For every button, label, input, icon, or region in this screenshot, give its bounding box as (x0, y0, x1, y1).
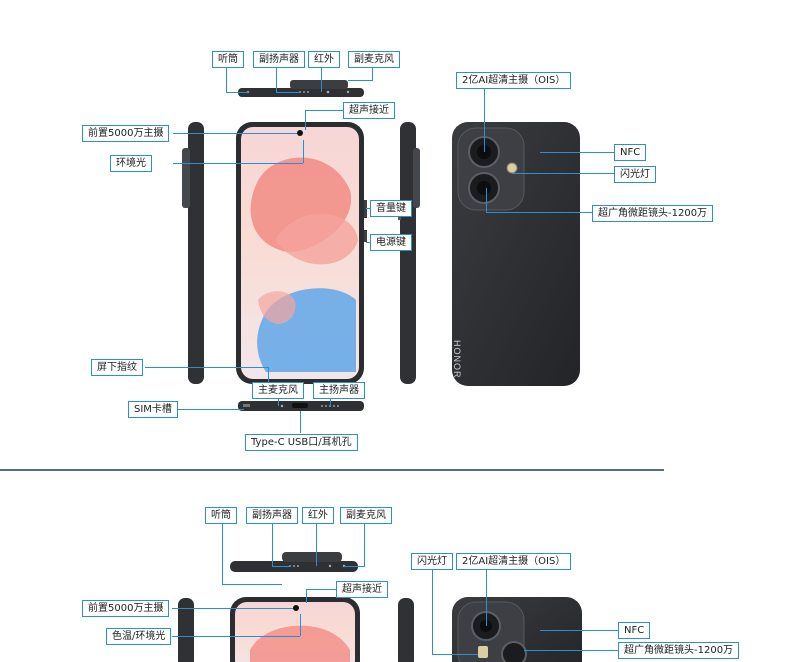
label2-secondary-speaker: 副扬声器 (246, 507, 298, 524)
phone-back (452, 122, 580, 386)
label-main-camera: 2亿AI超清主摄（OIS） (456, 72, 572, 89)
label-flash: 闪光灯 (614, 166, 656, 183)
phone-left-side (182, 122, 204, 384)
label-volume-key: 音量键 (370, 200, 412, 217)
label2-nfc: NFC (618, 622, 651, 639)
label2-infrared: 红外 (302, 507, 334, 524)
label2-front-camera: 前置5000万主摄 (82, 600, 170, 617)
label-ambient-light: 环境光 (110, 155, 152, 172)
label2-ultrawide: 超广角微距镜头-1200万 (618, 642, 740, 659)
label2-earpiece: 听筒 (205, 507, 237, 524)
phone-bottom-edge (238, 401, 364, 411)
label-earpiece: 听筒 (212, 51, 244, 68)
label2-main-camera: 2亿AI超清主摄（OIS） (456, 553, 572, 570)
label2-ultrasonic: 超声接近 (336, 581, 388, 598)
label-ultrawide: 超广角微距镜头-1200万 (592, 205, 714, 222)
label-infrared: 红外 (308, 51, 340, 68)
label-nfc: NFC (614, 144, 647, 161)
phone-top-edge (238, 80, 364, 97)
label-usb-port: Type-C USB口/耳机孔 (245, 434, 358, 451)
phone2-left-side (178, 598, 194, 662)
label-ultrasonic: 超声接近 (343, 102, 395, 119)
phone-right-side (398, 122, 420, 384)
label2-color-light: 色温/环境光 (106, 628, 172, 645)
section-divider (0, 469, 664, 471)
label-fingerprint: 屏下指纹 (91, 359, 143, 376)
phone2-front (230, 597, 360, 662)
brand-logo: HONOR (452, 340, 462, 379)
phone2-right-side (398, 598, 414, 662)
label-power-key: 电源键 (370, 234, 412, 251)
label-main-mic: 主麦克风 (252, 382, 304, 399)
label2-flash: 闪光灯 (411, 553, 453, 570)
phone2-back (452, 597, 582, 662)
phone-front (236, 122, 367, 384)
label-secondary-speaker: 副扬声器 (253, 51, 305, 68)
label-main-speaker: 主扬声器 (313, 382, 365, 399)
label2-secondary-mic: 副麦克风 (340, 507, 392, 524)
phone2-top-edge (230, 552, 358, 572)
label-sim-slot: SIM卡槽 (128, 401, 178, 418)
label-secondary-mic: 副麦克风 (348, 51, 400, 68)
label-front-camera: 前置5000万主摄 (82, 125, 170, 142)
